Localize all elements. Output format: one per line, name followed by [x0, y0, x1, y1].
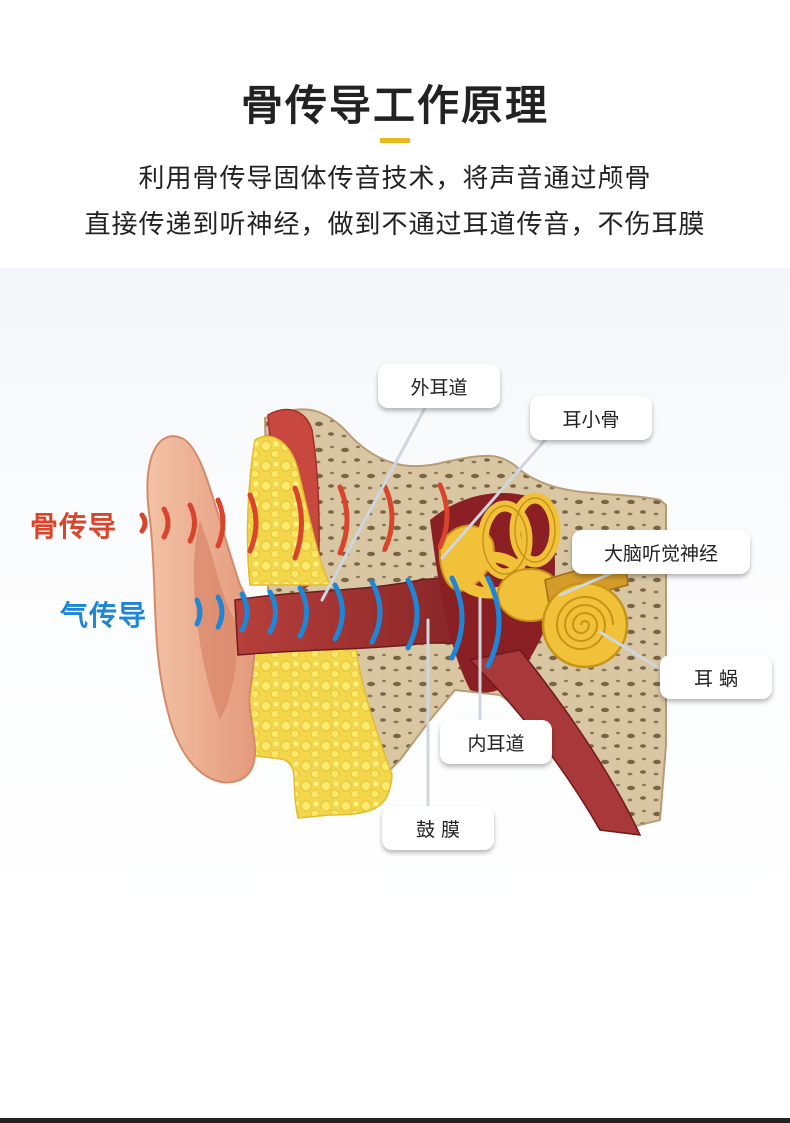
bone-conduction-waves — [139, 482, 450, 561]
bottom-edge-bar — [0, 1118, 790, 1123]
subtitle-line-2: 直接传递到听神经，做到不通过耳道传音，不伤耳膜 — [84, 210, 706, 240]
eustachian-tube — [468, 649, 642, 836]
bone-conduction-label: 骨传导 — [30, 510, 118, 543]
callout-cochlea: 耳 蜗 — [660, 655, 772, 699]
callout-auditory-nerve: 大脑听觉神经 — [572, 530, 750, 574]
air-conduction-waves — [194, 575, 502, 669]
callout-eardrum: 鼓 膜 — [382, 806, 494, 850]
ear-concha — [193, 520, 237, 720]
page-title: 骨传导工作原理 — [240, 81, 549, 130]
subtitle-line-1: 利用骨传导固体传音技术，将声音通过颅骨 — [138, 164, 652, 194]
title-underline — [380, 138, 410, 143]
callout-outer-ear-canal: 外耳道 — [378, 364, 500, 408]
air-conduction-label: 气传导 — [60, 599, 148, 632]
callout-ossicles: 耳小骨 — [530, 396, 652, 440]
cochlea-shape — [541, 581, 629, 669]
fat-tissue-upper — [246, 435, 332, 586]
callout-inner-ear-canal: 内耳道 — [440, 720, 552, 764]
